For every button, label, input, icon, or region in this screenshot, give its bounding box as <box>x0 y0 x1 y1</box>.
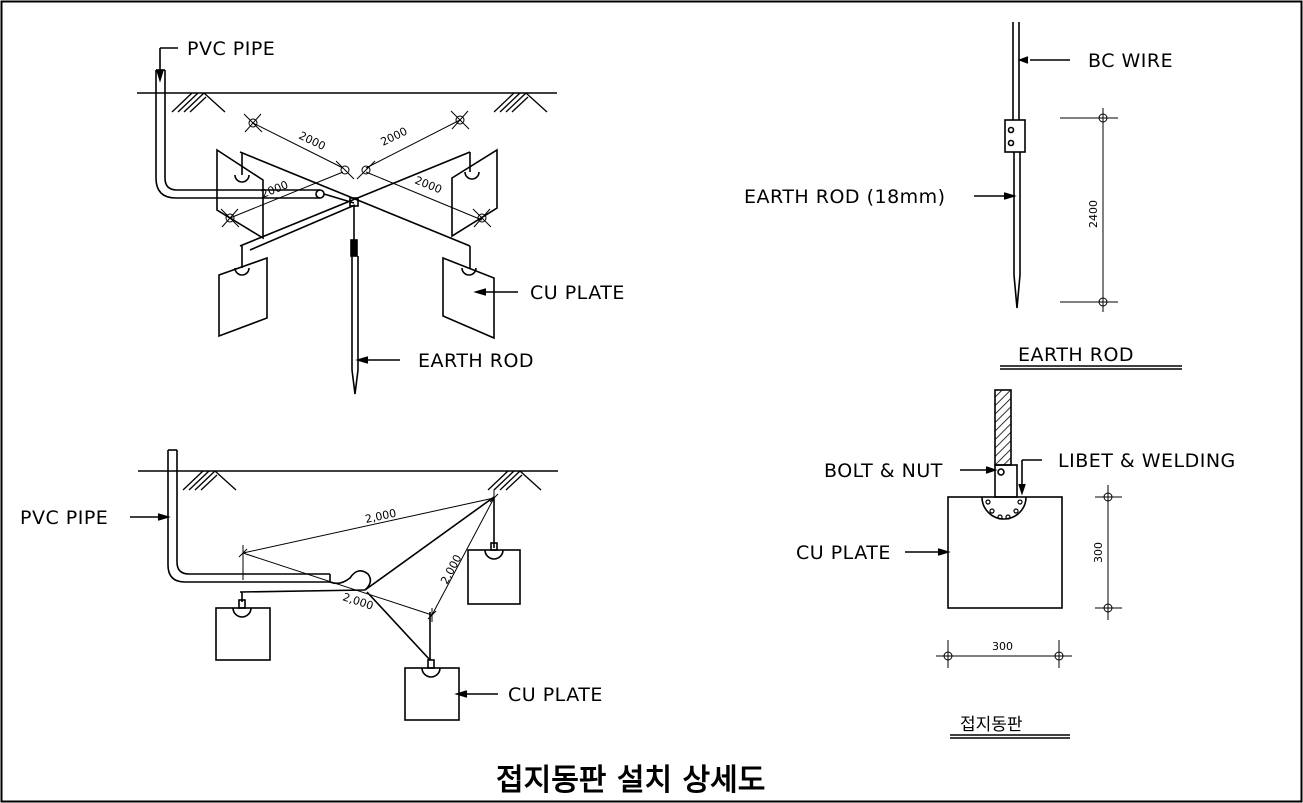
plate-width-dim: 300 <box>992 640 1013 653</box>
bolt-nut-label: BOLT & NUT <box>824 460 943 482</box>
pvc-pipe <box>155 70 320 199</box>
top-cu-plate-label: CU PLATE <box>530 282 625 304</box>
dim-label: 2000 <box>379 125 410 149</box>
dim-label: 2,000 <box>364 507 398 526</box>
ground-hatch <box>171 92 548 113</box>
pvc-pipe <box>167 450 330 583</box>
drawing-title: 접지동판 설치 상세도 <box>496 763 765 798</box>
earth-rod-18mm-label: EARTH ROD (18mm) <box>744 186 946 208</box>
top-earth-rod-label: EARTH ROD <box>418 350 534 372</box>
bottom-left-isometric <box>130 449 558 721</box>
top-left-isometric <box>137 47 557 395</box>
dim-label: 2,000 <box>341 590 375 612</box>
rod-length-dim: 2400 <box>1087 200 1100 228</box>
plate-detail <box>905 389 1122 739</box>
bc-wire-label: BC WIRE <box>1088 50 1173 72</box>
dim-label: 2,000 <box>438 552 464 586</box>
top-pvc-pipe-label: PVC PIPE <box>187 38 275 60</box>
earth-rod-detail <box>974 22 1182 370</box>
earth-rod-caption: EARTH ROD <box>1018 344 1134 366</box>
plate-cu-plate-label: CU PLATE <box>796 542 891 564</box>
dim-label: 2000 <box>297 129 328 153</box>
plate-height-dim: 300 <box>1092 542 1105 563</box>
libet-welding-label: LIBET & WELDING <box>1058 450 1236 472</box>
plate-caption: 접지동판 <box>960 715 1023 735</box>
bottom-pvc-pipe-label: PVC PIPE <box>20 507 108 529</box>
bottom-cu-plate-label: CU PLATE <box>508 684 603 706</box>
